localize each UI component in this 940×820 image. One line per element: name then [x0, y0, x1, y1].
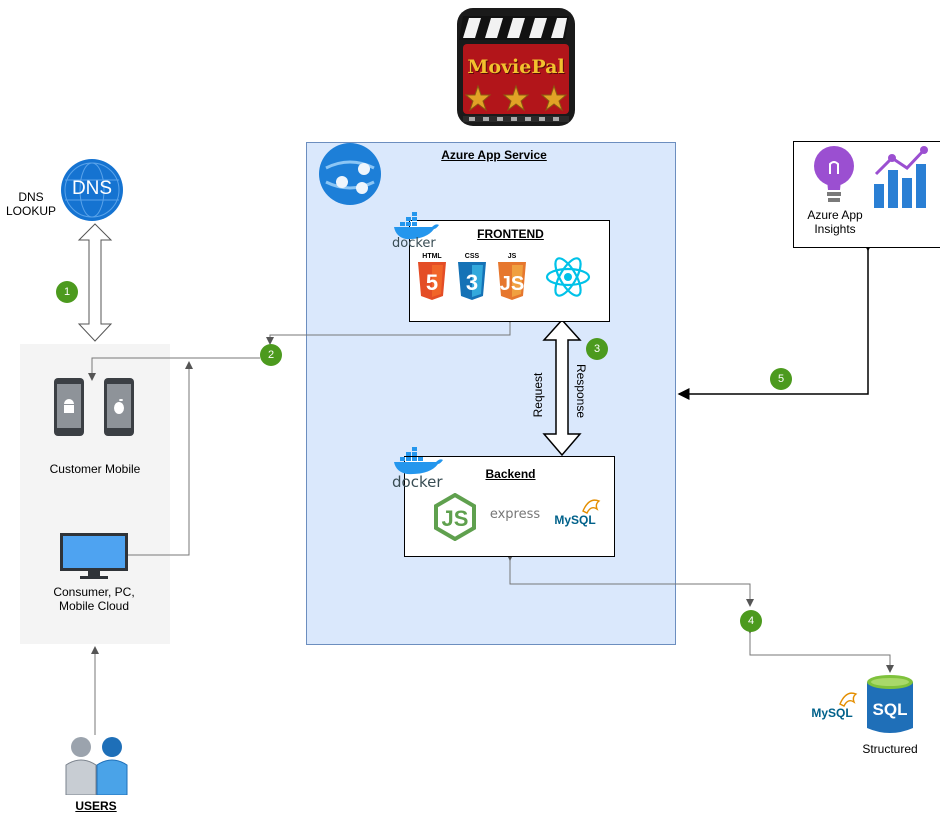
frontend-link	[266, 315, 514, 345]
insights-bulb-icon	[812, 144, 856, 210]
azure-app-service-icon	[318, 142, 382, 206]
users-label: USERS	[75, 799, 117, 813]
react-icon	[544, 253, 592, 301]
mobile-link	[88, 357, 260, 381]
js-label: JS	[507, 253, 517, 260]
step-badge-1: 1	[56, 281, 78, 303]
css3-icon: CSS 3	[456, 253, 488, 303]
insights-link	[677, 239, 874, 400]
dns-lookup-label: DNS LOOKUP	[5, 190, 56, 218]
backend-docker-word: docker	[392, 473, 443, 491]
db-mysql-dolphin-icon	[838, 688, 860, 710]
structured-label: Structured	[862, 742, 918, 756]
insights-chart-icon	[870, 144, 932, 210]
response-label: Response	[574, 363, 588, 419]
sql-database-icon: SQL	[866, 674, 914, 736]
nodejs-icon: JS	[433, 492, 477, 542]
iphone-icon	[104, 378, 134, 436]
svg-text:3: 3	[466, 270, 478, 295]
request-label: Request	[531, 372, 545, 418]
html5-icon: HTML 5	[416, 253, 448, 303]
client-devices-panel	[20, 344, 170, 644]
sql-database-text: SQL	[872, 700, 908, 719]
db-link	[746, 626, 894, 673]
html5-label: HTML	[422, 253, 442, 260]
js-icon: JS JS	[496, 253, 528, 303]
users-icon	[64, 735, 130, 796]
customer-mobile-label: Customer Mobile	[49, 462, 141, 476]
step-badge-5: 5	[770, 368, 792, 390]
backend-docker-icon: docker	[392, 446, 444, 491]
backend-db-link	[506, 553, 754, 607]
logo-text: MoviePal	[467, 56, 565, 78]
svg-text:JS: JS	[500, 273, 524, 295]
request-response-arrow	[542, 318, 582, 457]
backend-box: Backend JS express MySQL	[404, 456, 615, 557]
backend-title: Backend	[485, 467, 536, 481]
express-label: express	[489, 507, 541, 522]
moviepal-logo: MoviePal	[455, 6, 577, 128]
step-badge-4: 4	[740, 610, 762, 632]
app-insights-box: Azure App Insights	[793, 141, 940, 248]
desktop-monitor-icon	[60, 533, 128, 579]
app-insights-label: Azure App Insights	[807, 208, 863, 236]
svg-text:JS: JS	[442, 506, 469, 531]
backend-mysql-dolphin-icon	[581, 495, 603, 517]
backend-mysql-label: MySQL	[554, 513, 596, 527]
dns-icon: DNS	[60, 158, 124, 222]
db-mysql-label: MySQL	[811, 706, 853, 720]
dns-lookup-arrow	[77, 223, 113, 342]
step-badge-2: 2	[260, 344, 282, 366]
pc-link	[128, 361, 193, 556]
frontend-docker-icon: docker	[392, 212, 440, 252]
android-phone-icon	[54, 378, 84, 436]
step-badge-3: 3	[586, 338, 608, 360]
frontend-title: FRONTEND	[477, 227, 544, 241]
dns-icon-text: DNS	[71, 178, 113, 199]
pc-label: Consumer, PC, Mobile Cloud	[53, 585, 135, 613]
frontend-box: FRONTEND HTML 5 CSS 3 JS JS	[409, 220, 610, 322]
frontend-docker-word: docker	[392, 236, 436, 251]
css3-label: CSS	[464, 253, 480, 260]
svg-text:5: 5	[426, 270, 438, 295]
azure-app-service-title: Azure App Service	[441, 148, 547, 162]
